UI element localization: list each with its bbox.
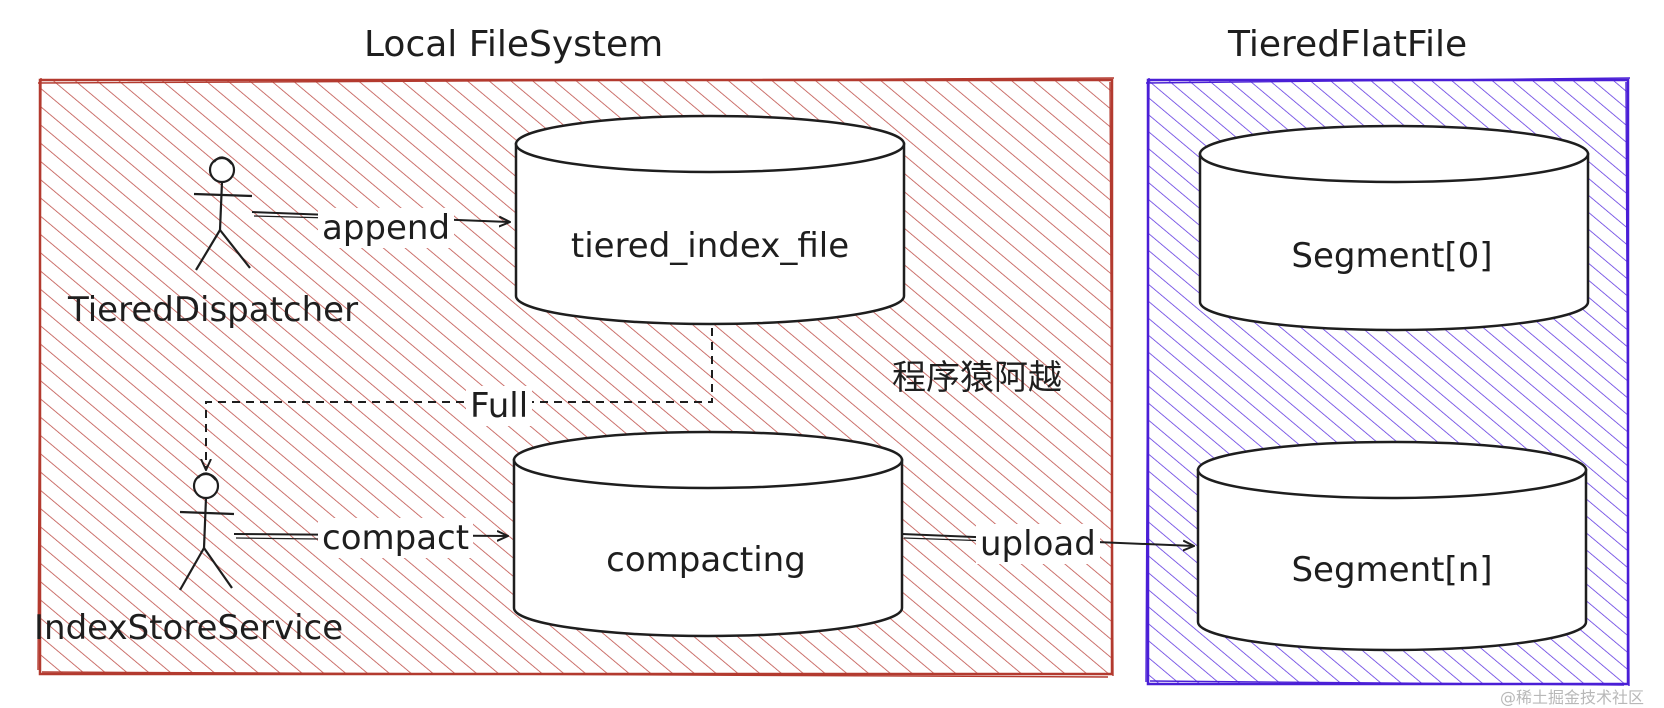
- tiered-dispatcher-actor-icon: [193, 156, 253, 271]
- upload-edge-label: upload: [976, 524, 1100, 564]
- tiered-index-file-label: tiered_index_file: [570, 226, 850, 266]
- full-edge-label: Full: [466, 386, 533, 426]
- compact-edge-label: compact: [318, 518, 474, 558]
- segment-0-label: Segment[0]: [1291, 236, 1493, 276]
- full-dashed-arrow: [206, 328, 713, 470]
- index-store-service-actor-icon: [179, 472, 235, 591]
- tiered-index-file-cylinder: [514, 114, 906, 326]
- tiered-flat-file-title: TieredFlatFile: [1228, 24, 1468, 65]
- segment-0-cylinder: [1198, 124, 1590, 332]
- segment-n-cylinder: [1196, 440, 1588, 652]
- local-filesystem-title: Local FileSystem: [364, 24, 664, 65]
- append-edge-label: append: [318, 208, 455, 248]
- tiered-dispatcher-label: TieredDispatcher: [68, 290, 359, 330]
- segment-n-label: Segment[n]: [1291, 550, 1493, 590]
- footer-watermark: @稀土掘金技术社区: [1500, 688, 1645, 707]
- compacting-label: compacting: [606, 540, 806, 580]
- author-watermark: 程序猿阿越: [892, 358, 1062, 398]
- compacting-cylinder: [512, 430, 904, 638]
- index-store-service-label: IndexStoreService: [34, 608, 344, 648]
